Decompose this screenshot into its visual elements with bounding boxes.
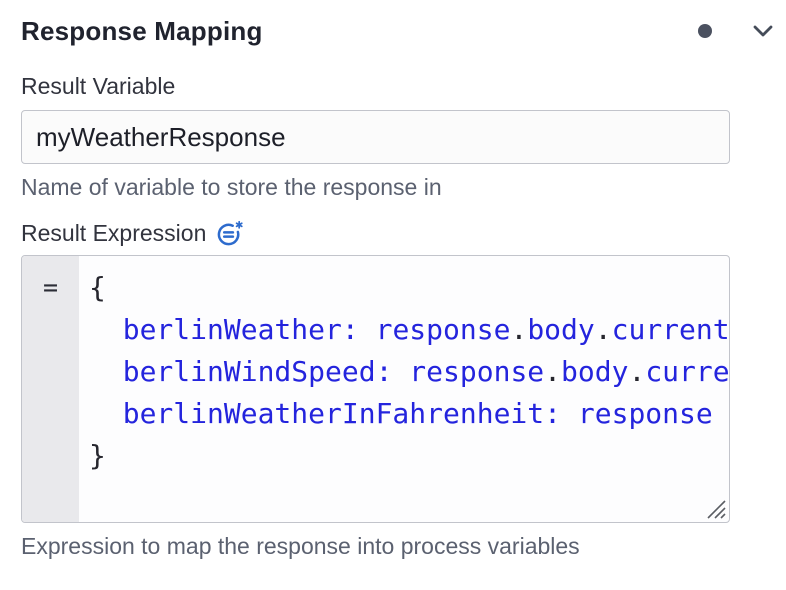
- code-line: {: [89, 271, 106, 304]
- result-expression-label: Result Expression: [21, 220, 207, 246]
- result-variable-label: Result Variable: [21, 73, 176, 99]
- code-line: berlinWindSpeed: response.body.curre: [89, 355, 729, 388]
- code-content[interactable]: { berlinWeather: response.body.current b…: [79, 256, 729, 522]
- resize-handle[interactable]: [700, 493, 726, 519]
- response-mapping-section: Response Mapping Result Variable Name of…: [21, 14, 776, 559]
- section-header-icons: [698, 18, 776, 44]
- result-variable-description: Name of variable to store the response i…: [21, 174, 442, 200]
- feel-equals-gutter: =: [22, 256, 79, 522]
- code-line: berlinWeather: response.body.current: [89, 313, 729, 346]
- result-expression-description: Expression to map the response into proc…: [21, 533, 580, 559]
- section-title: Response Mapping: [21, 15, 263, 46]
- chevron-down-icon[interactable]: [750, 18, 776, 44]
- code-line: }: [89, 439, 106, 472]
- section-header[interactable]: Response Mapping: [21, 14, 776, 48]
- result-expression-editor: = { berlinWeather: response.body.current…: [21, 255, 730, 523]
- filled-dot-icon: [698, 24, 712, 38]
- feel-required-icon: [217, 220, 244, 247]
- result-expression-label-row: Result Expression: [21, 219, 730, 247]
- result-variable-input[interactable]: [21, 110, 730, 164]
- code-line: berlinWeatherInFahrenheit: response: [89, 397, 713, 430]
